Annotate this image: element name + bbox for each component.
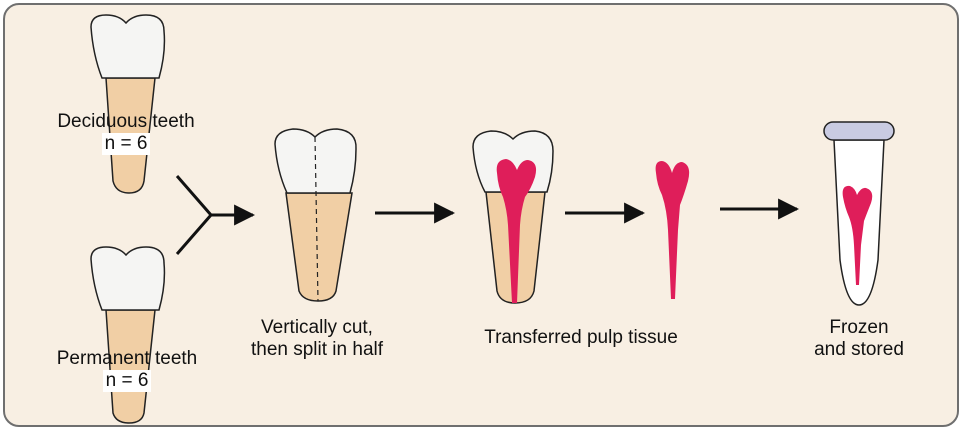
- cut-label-line2: then split in half: [250, 339, 384, 360]
- deciduous-label: Deciduous teeth n = 6: [41, 111, 211, 155]
- merge-arrow-icon: [175, 175, 256, 255]
- frozen-label: Frozen and stored: [794, 317, 924, 361]
- permanent-label-line1: Permanent teeth: [56, 348, 198, 369]
- pulp-tissue-icon: [655, 161, 690, 299]
- permanent-tooth-icon: [90, 246, 166, 424]
- frozen-label-line2: and stored: [814, 339, 904, 360]
- pulp-tooth-icon: [472, 130, 554, 304]
- permanent-label-line2: n = 6: [39, 370, 215, 392]
- tube-icon: [823, 121, 895, 306]
- transfer-label: Transferred pulp tissue: [461, 327, 701, 349]
- transfer-label-line1: Transferred pulp tissue: [484, 327, 678, 348]
- cut-label-line1: Vertically cut,: [261, 317, 373, 338]
- diagram-frame: Deciduous teeth n = 6 Permanent teeth n …: [3, 3, 959, 427]
- deciduous-label-line2: n = 6: [41, 133, 211, 155]
- deciduous-tooth-icon: [90, 14, 166, 194]
- deciduous-label-line1: Deciduous teeth: [57, 111, 195, 132]
- permanent-label: Permanent teeth n = 6: [39, 348, 215, 392]
- cut-label: Vertically cut, then split in half: [227, 317, 407, 361]
- split-tooth-icon: [274, 128, 357, 302]
- diagram-canvas: [90, 14, 895, 424]
- frozen-label-line1: Frozen: [829, 317, 889, 338]
